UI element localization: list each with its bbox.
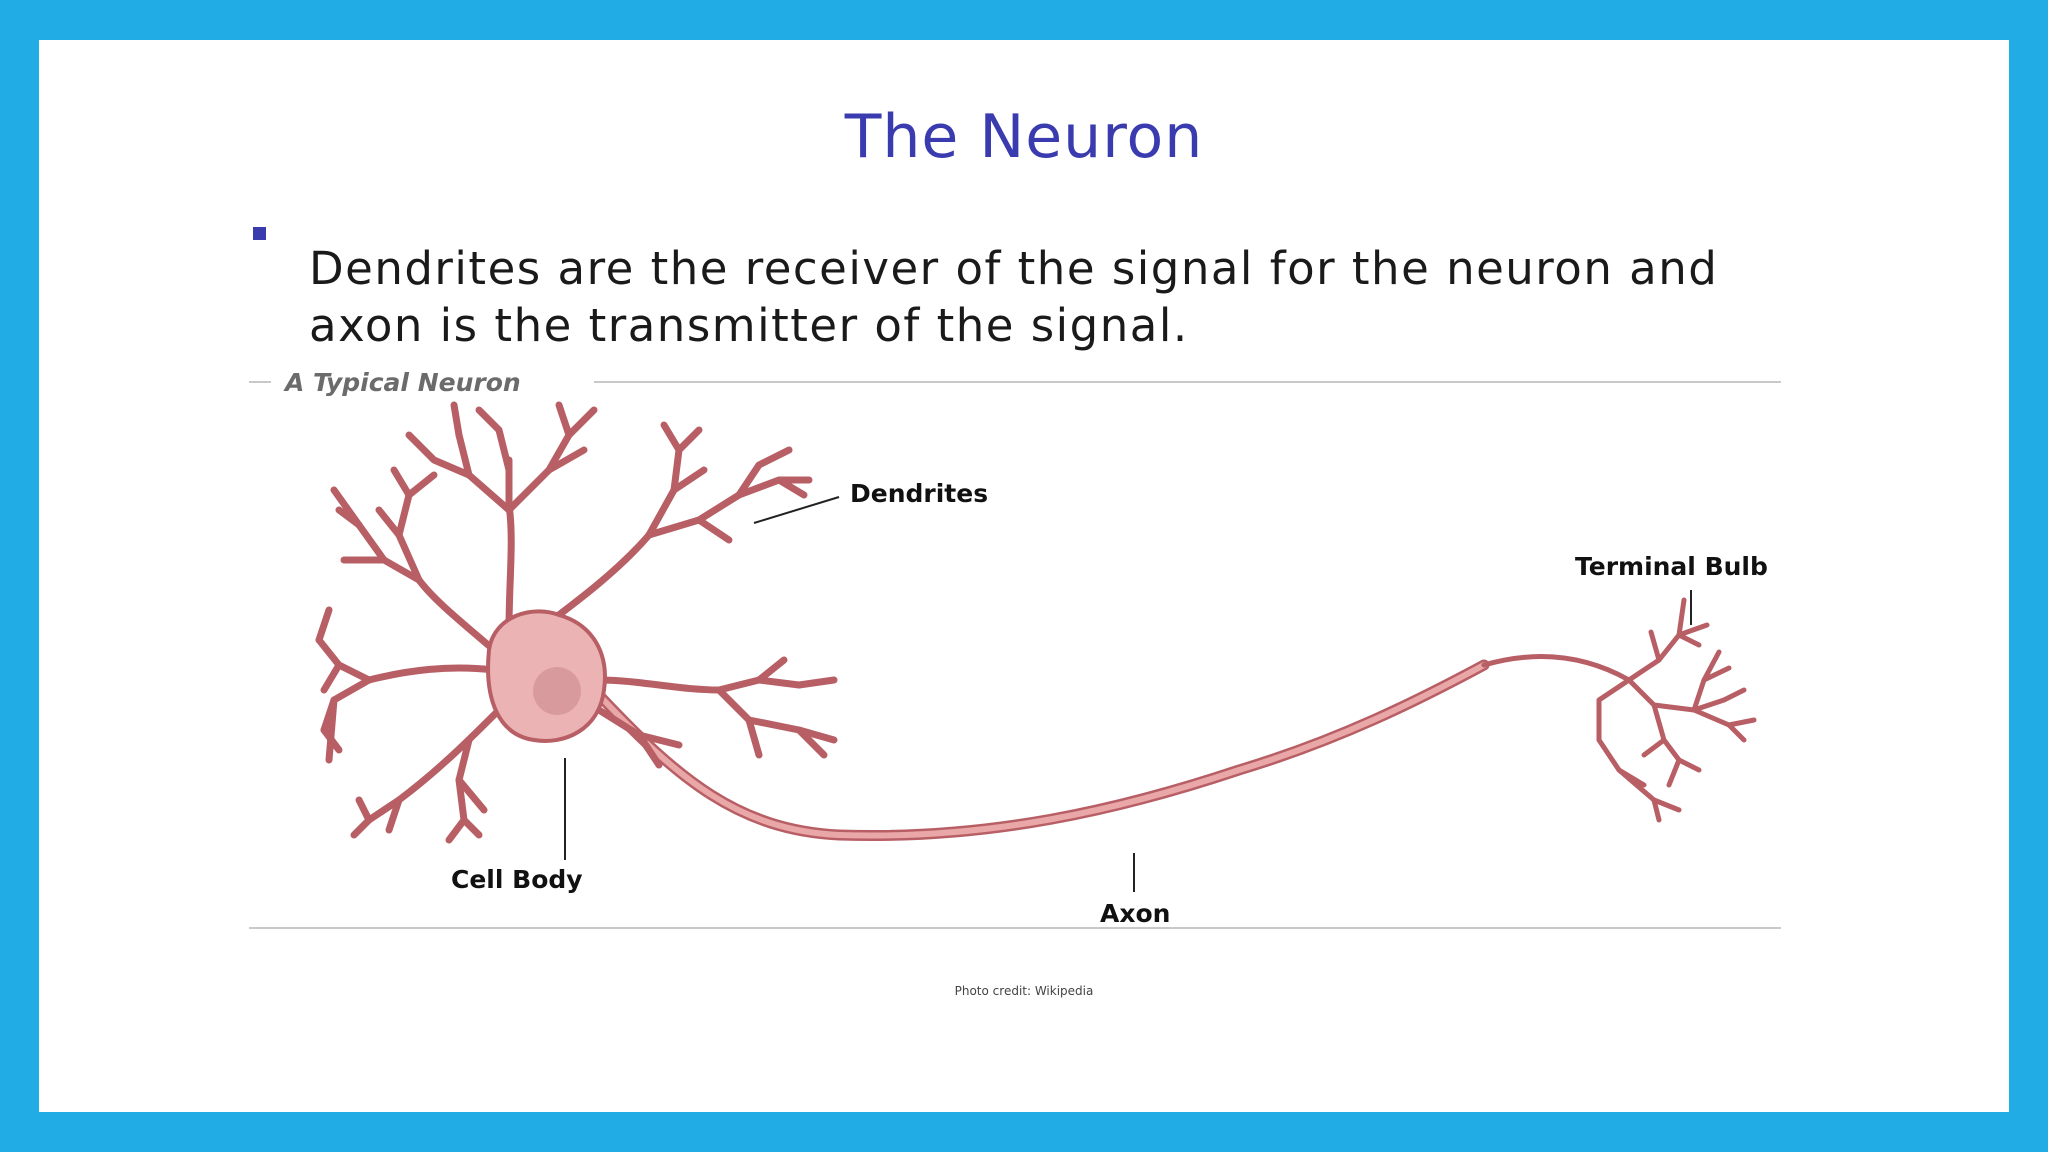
- label-terminal-bulb: Terminal Bulb: [1575, 552, 1768, 581]
- axon-core: [596, 662, 1487, 839]
- neuron-figure: A Typical Neuron: [249, 368, 1781, 929]
- bullet-marker: [253, 227, 266, 240]
- dendrites: [315, 401, 838, 844]
- nucleus: [533, 667, 581, 715]
- slide-title: The Neuron: [844, 102, 1204, 172]
- label-cell-body: Cell Body: [451, 865, 583, 894]
- label-axon: Axon: [1100, 899, 1170, 928]
- slide: The Neuron Dendrites are the receiver of…: [39, 40, 2009, 1112]
- photo-credit: Photo credit: Wikipedia: [954, 984, 1094, 998]
- axon-terminals: [1481, 597, 1757, 823]
- label-dendrites: Dendrites: [850, 479, 988, 508]
- panel-title: A Typical Neuron: [283, 368, 521, 397]
- dendrites-leader: [753, 496, 840, 524]
- bullet-text: Dendrites are the receiver of the signal…: [309, 242, 1719, 352]
- neuron-illustration: [315, 401, 1757, 844]
